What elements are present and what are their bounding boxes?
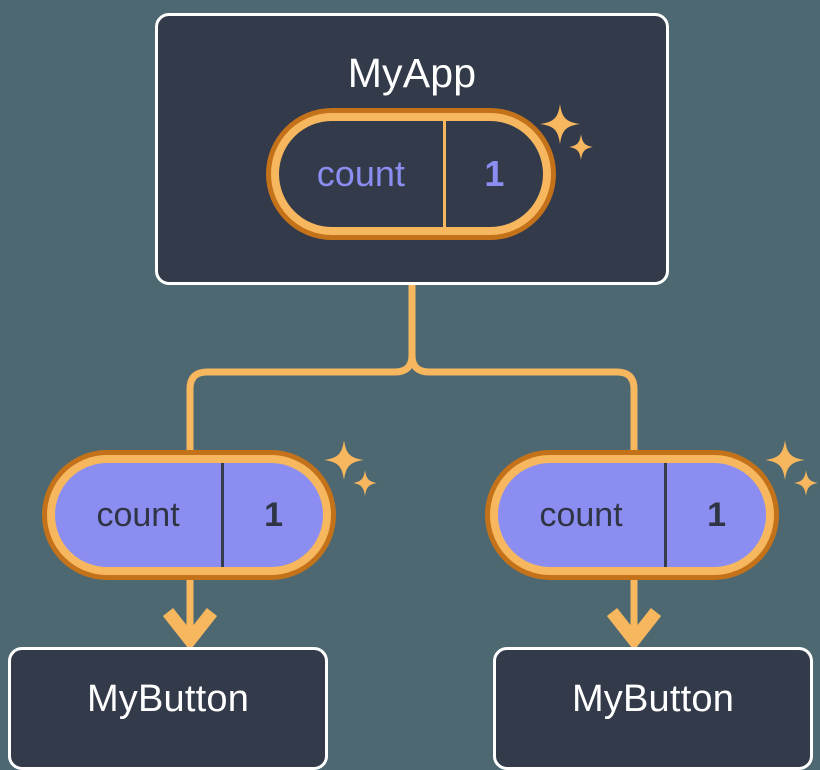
state-value-label: 1 — [707, 495, 727, 534]
connector-root-to-left — [186, 281, 416, 456]
state-key-label: count — [539, 495, 623, 534]
state-key-label: count — [96, 495, 180, 534]
component-title-mybutton-left: MyButton — [86, 678, 250, 720]
state-key-cell: count — [55, 463, 221, 567]
state-pill-ring-inner: count 1 — [47, 455, 331, 575]
state-value-cell: 1 — [664, 463, 766, 567]
state-pill-ring-inner: count 1 — [271, 113, 551, 235]
state-key-label: count — [316, 153, 405, 194]
state-pill-myapp[interactable]: count 1 — [266, 108, 556, 240]
arrow-down-icon-right — [606, 607, 662, 651]
state-pill-ring-inner: count 1 — [490, 455, 774, 575]
state-pill-body: count 1 — [279, 121, 543, 227]
component-box-mybutton-right[interactable]: MyButton — [493, 647, 813, 770]
component-title-myapp: MyApp — [347, 50, 477, 96]
state-value-label: 1 — [484, 153, 505, 194]
state-key-cell: count — [498, 463, 664, 567]
state-value-cell: 1 — [221, 463, 323, 567]
state-pill-mybutton-right[interactable]: count 1 — [485, 450, 779, 580]
component-title-mybutton-right: MyButton — [571, 678, 735, 720]
sparkle-small-icon — [794, 470, 818, 496]
component-box-mybutton-left[interactable]: MyButton — [8, 647, 328, 770]
state-pill-mybutton-left[interactable]: count 1 — [42, 450, 336, 580]
sparkle-icon — [765, 440, 805, 480]
connector-root-to-right — [408, 281, 638, 456]
state-key-cell: count — [279, 121, 443, 227]
state-value-cell: 1 — [442, 121, 543, 227]
state-pill-body: count 1 — [498, 463, 766, 567]
state-pill-body: count 1 — [55, 463, 323, 567]
sparkle-small-icon — [353, 470, 377, 496]
sparkle-icon — [324, 440, 364, 480]
state-value-label: 1 — [264, 495, 284, 534]
arrow-down-icon-left — [162, 607, 218, 651]
